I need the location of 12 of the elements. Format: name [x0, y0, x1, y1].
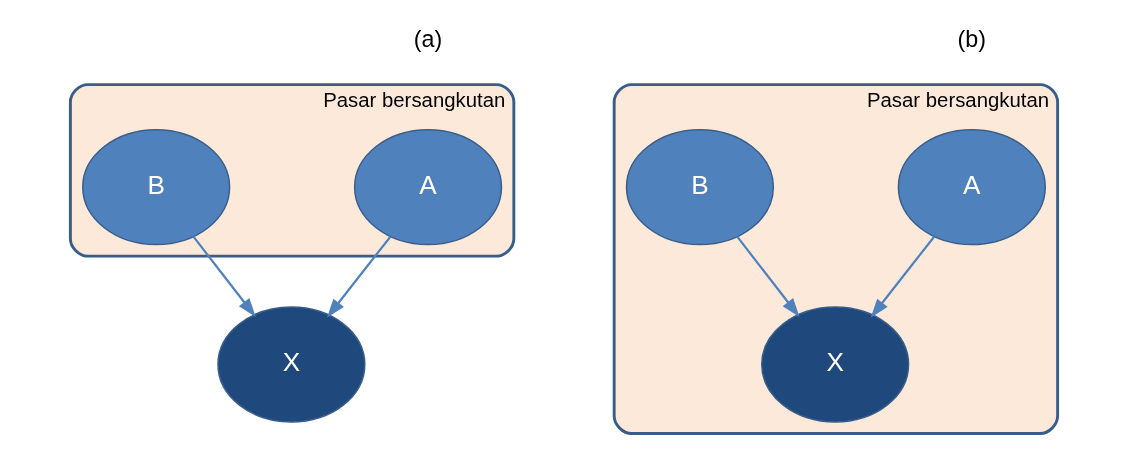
arrow — [870, 235, 935, 318]
node-ellipse: A — [897, 128, 1046, 245]
arrow — [192, 235, 256, 317]
node-ellipse: A — [353, 128, 502, 245]
label: (b) — [957, 25, 986, 52]
node-ellipse: X — [760, 305, 909, 423]
node-ellipse: B — [81, 128, 230, 245]
node-ellipse: B — [625, 128, 774, 245]
label: (a) — [413, 25, 442, 52]
arrow — [326, 235, 391, 318]
arrow — [735, 235, 800, 317]
node-ellipse: X — [216, 305, 366, 423]
